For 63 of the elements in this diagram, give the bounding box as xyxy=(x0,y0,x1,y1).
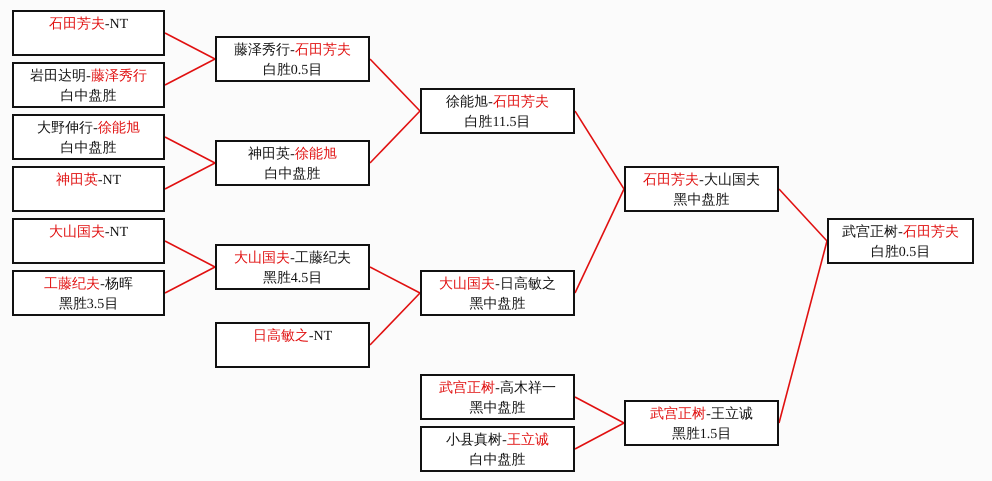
result-text: 白中盘胜 xyxy=(60,88,118,106)
result-text: 黑胜4.5目 xyxy=(262,270,324,288)
bracket-line xyxy=(369,110,421,164)
match-box xyxy=(12,10,165,56)
match-box xyxy=(215,244,370,290)
result-text: 黑中盘胜 xyxy=(672,192,730,210)
bracket-line xyxy=(164,32,216,60)
match-box xyxy=(215,140,370,186)
match-text: 小县真树-王立诚 xyxy=(445,431,550,450)
bracket-line xyxy=(164,240,216,268)
bracket-line xyxy=(369,58,421,112)
result-text: 白中盘胜 xyxy=(264,166,322,184)
match-text: 藤泽秀行-石田芳夫 xyxy=(233,42,352,60)
result-text: 黑中盘胜 xyxy=(468,400,526,418)
result-text: 白胜11.5目 xyxy=(464,114,532,132)
bracket-line xyxy=(164,136,216,164)
match-box xyxy=(420,270,575,316)
result-text: 黑胜1.5目 xyxy=(670,426,732,444)
match-text: 神田英-NT xyxy=(54,172,122,190)
match-text: 日高敏之-NT xyxy=(252,327,334,346)
match-box xyxy=(420,88,575,134)
match-text: 武宫正树-高木祥一 xyxy=(438,379,557,398)
match-text: 徐能旭-石田芳夫 xyxy=(445,94,550,112)
match-box xyxy=(12,166,165,212)
bracket-line xyxy=(574,110,625,190)
match-text: 神田英-徐能旭 xyxy=(247,146,338,164)
bracket-line xyxy=(164,58,216,86)
match-text: 石田芳夫-NT xyxy=(48,16,130,34)
bracket-line xyxy=(778,240,828,424)
bracket-line xyxy=(369,292,421,346)
bracket-line xyxy=(574,188,625,294)
match-box xyxy=(12,114,165,160)
match-box xyxy=(624,400,779,446)
bracket-line xyxy=(778,188,828,242)
match-text: 武宫正树-石田芳夫 xyxy=(841,223,960,242)
match-box xyxy=(420,374,575,420)
result-text: 黑中盘胜 xyxy=(468,296,526,314)
match-box xyxy=(12,270,165,316)
match-box xyxy=(624,166,779,212)
bracket-line xyxy=(164,162,216,190)
match-text: 岩田达明-藤泽秀行 xyxy=(29,68,148,86)
match-text: 大野伸行-徐能旭 xyxy=(36,120,141,138)
match-text: 大山国夫-工藤纪夫 xyxy=(233,250,352,268)
result-text: 白中盘胜 xyxy=(60,140,118,158)
match-box xyxy=(12,62,165,108)
bracket-line xyxy=(574,396,624,424)
match-text: 武宫正树-王立诚 xyxy=(649,405,754,424)
match-text: 大山国夫-日高敏之 xyxy=(438,275,557,294)
result-text: 黑胜3.5目 xyxy=(58,296,120,314)
result-text: 白胜0.5目 xyxy=(262,62,324,80)
match-text: 大山国夫-NT xyxy=(48,224,130,242)
result-text: 白中盘胜 xyxy=(468,452,526,470)
bracket-line xyxy=(370,266,420,294)
bracket-line xyxy=(574,422,624,450)
match-box xyxy=(215,322,370,368)
result-text: 白胜0.5目 xyxy=(870,244,932,262)
match-box xyxy=(827,218,974,264)
match-text: 石田芳夫-大山国夫 xyxy=(642,172,761,190)
match-text: 工藤纪夫-杨晖 xyxy=(43,276,134,294)
bracket-line xyxy=(164,266,216,294)
match-box xyxy=(12,218,165,264)
match-box xyxy=(420,426,575,472)
match-box xyxy=(215,36,370,82)
